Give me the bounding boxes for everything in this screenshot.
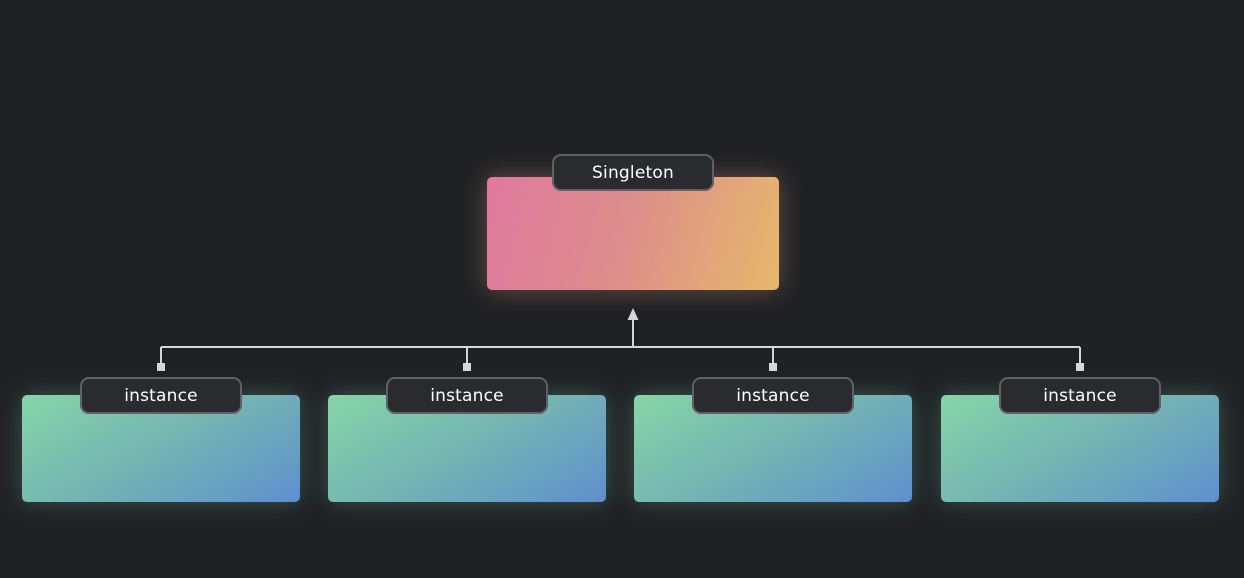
connector-node-4 [1076, 363, 1084, 371]
instance-label-4: instance [999, 377, 1161, 414]
connector-node-1 [157, 363, 165, 371]
instance-label-3: instance [692, 377, 854, 414]
connector-node-2 [463, 363, 471, 371]
arrow-head-icon [627, 308, 639, 320]
connector-node-3 [769, 363, 777, 371]
instance-label-2: instance [386, 377, 548, 414]
instance-label-1: instance [80, 377, 242, 414]
singleton-card [487, 177, 779, 290]
singleton-label: Singleton [552, 154, 714, 191]
